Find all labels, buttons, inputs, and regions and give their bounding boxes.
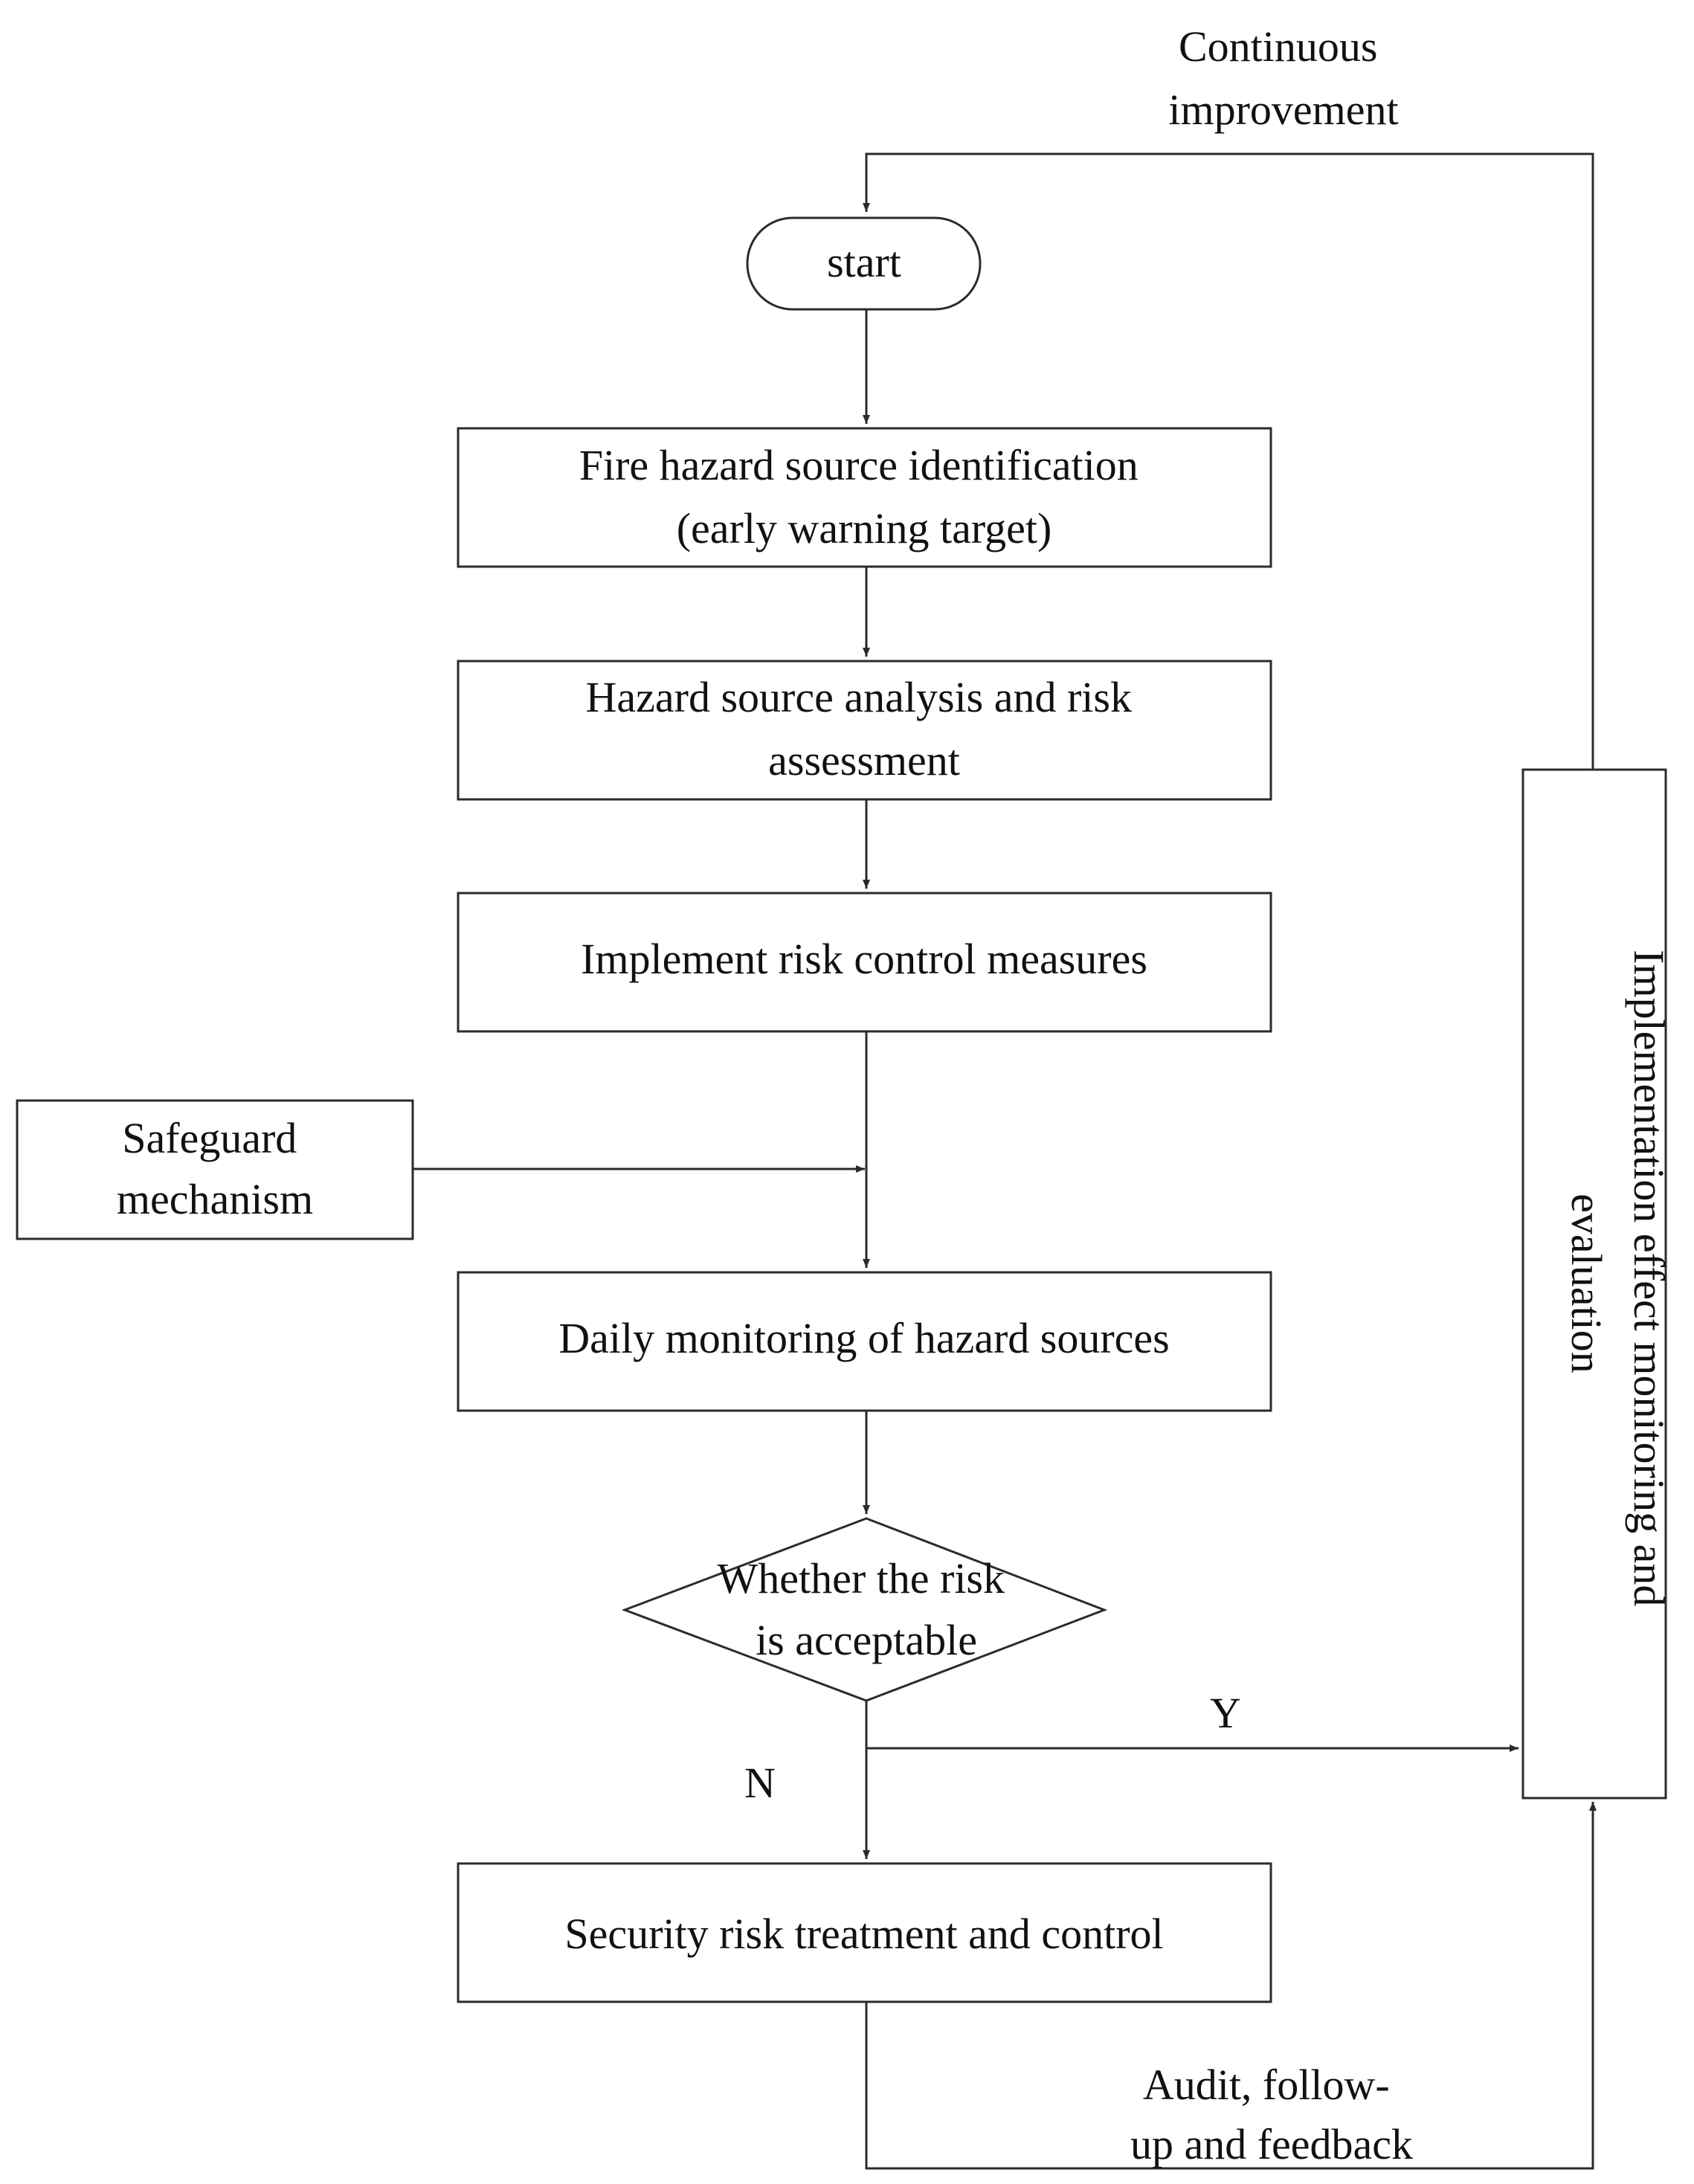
no-label: N [744,1759,776,1807]
feedback-label: Audit, follow- up and feedback [1130,2061,1413,2168]
hazard-identification-box: Fire hazard source identification (early… [457,427,1272,568]
risk-treatment-label: Security risk treatment and control [564,1910,1163,1958]
daily-monitoring-box: Daily monitoring of hazard sources [457,1271,1272,1412]
risk-treatment-box: Security risk treatment and control [457,1862,1272,2003]
continuous-improvement-label: Continuous improvement [1168,22,1398,134]
implement-measures-box: Implement risk control measures [457,892,1272,1033]
risk-decision-diamond: Whether the risk is acceptable [621,1517,1108,1702]
safeguard-mechanism-box: Safeguard mechanism [16,1099,414,1240]
effect-evaluation-box: Implementation effect monitoring and eva… [1521,768,1673,1800]
start-terminal: start [746,216,982,311]
hazard-identification-label: Fire hazard source identification (early… [579,441,1150,553]
yes-label: Y [1210,1689,1241,1737]
safeguard-mechanism-label: Safeguard mechanism [117,1114,313,1223]
start-label: start [827,238,901,286]
loop-connector [863,152,1594,770]
feedback-connector [865,1802,1597,2170]
implement-measures-label: Implement risk control measures [581,935,1147,983]
risk-assessment-box: Hazard source analysis and risk assessme… [457,660,1272,801]
daily-monitoring-label: Daily monitoring of hazard sources [558,1314,1169,1362]
risk-assessment-label: Hazard source analysis and risk assessme… [586,673,1143,785]
effect-evaluation-label: Implementation effect monitoring and eva… [1562,950,1673,1617]
risk-decision-label: Whether the risk is acceptable [717,1554,1015,1664]
